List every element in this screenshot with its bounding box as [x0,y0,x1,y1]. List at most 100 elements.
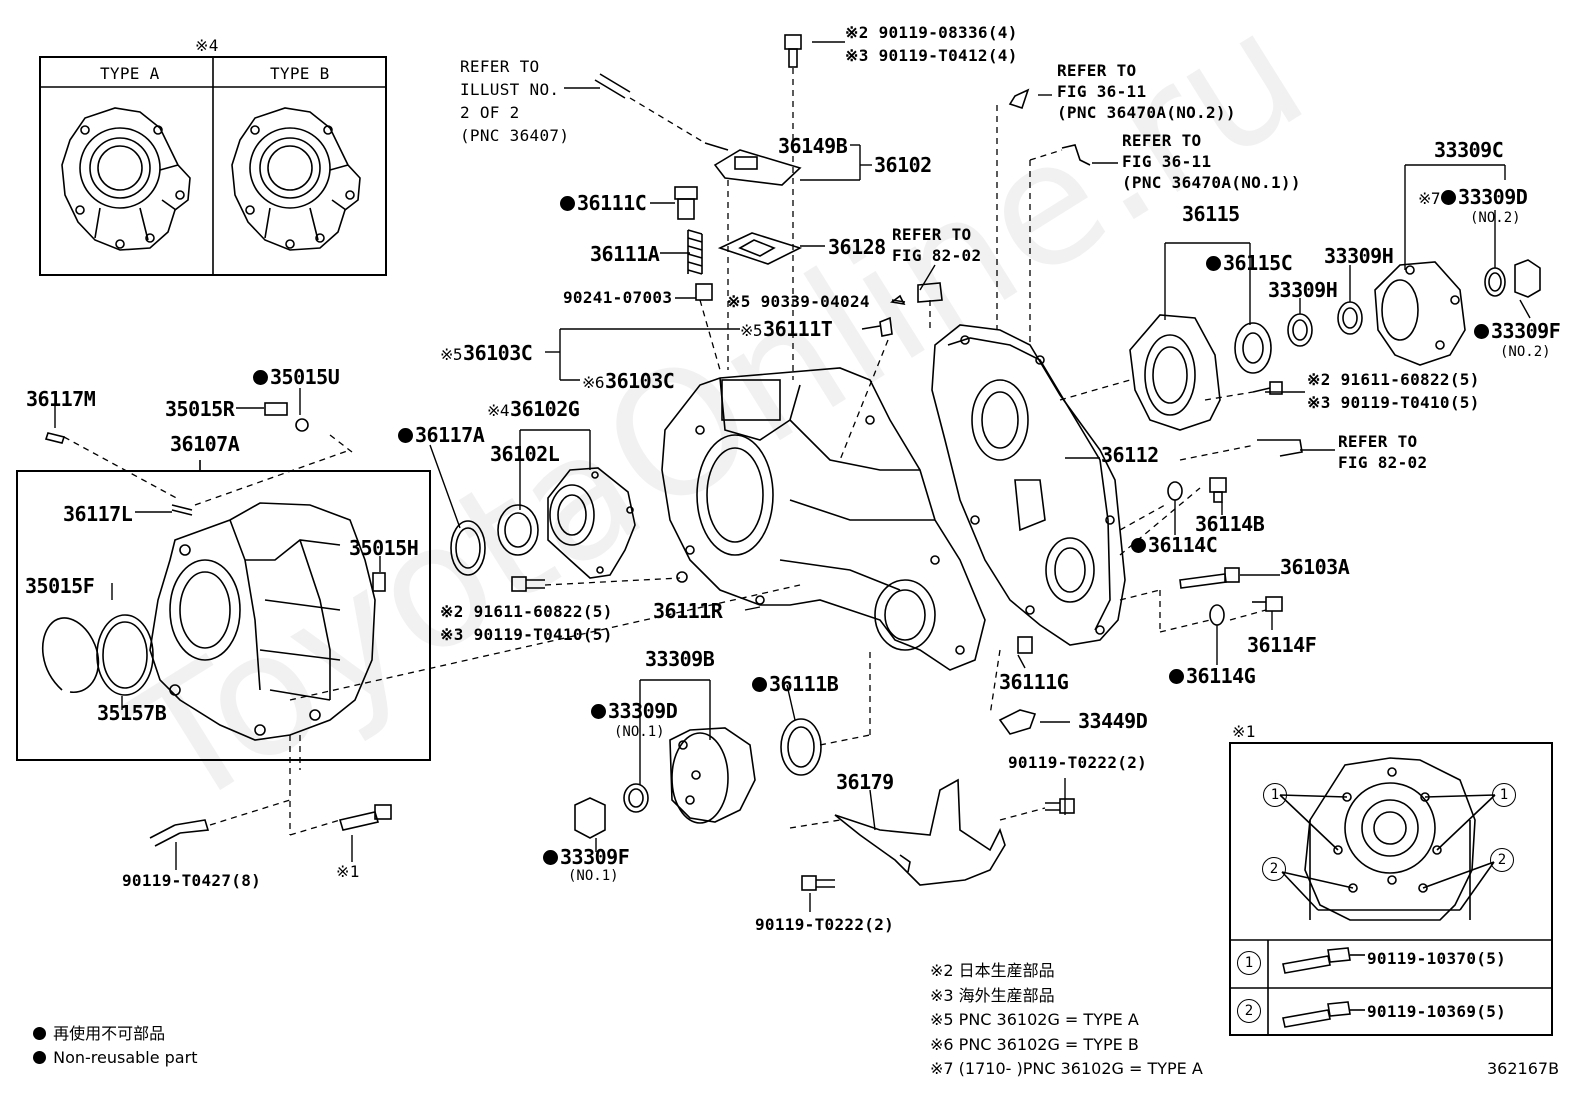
part-number: 36111C [577,191,647,215]
bearing-33309d-right-icon [1484,267,1506,297]
small-parts-right-icon [917,88,1303,735]
callout-line: ※2 91611-60822(5) [1307,370,1480,389]
part-number: 33309F [1491,319,1561,343]
non-reusable-dot-icon [560,196,575,211]
part-label-36111b: 36111B [752,672,839,696]
inset-bolt-row2-part: 90119-10369(5) [1367,1002,1507,1021]
legend-jp: 再使用不可部品 [33,1022,197,1046]
refer-fig36-11-no1: REFER TO FIG 36-11 (PNC 36470A(NO.1)) [1122,130,1301,193]
part-label-90339: ※5 90339-04024 [727,292,870,312]
note-prefix: ※5 [740,321,763,340]
part-label-90119-t0222-bottom: 90119-T0222(2) [755,915,895,934]
part-label-36149b: 36149B [778,134,848,158]
legend: 再使用不可部品 Non-reusable part [33,1022,197,1070]
part-number: 36114C [1148,533,1218,557]
legend-en-text: Non-reusable part [53,1048,198,1067]
callout-line: ※2 90119-08336(4) [845,23,1018,42]
part-number: 36103C [605,369,675,393]
part-label-36111c: 36111C [560,191,647,215]
part-label-36107a: 36107A [170,432,240,456]
refer-line: REFER TO [1057,61,1137,80]
non-reusable-dot-icon [1206,256,1221,271]
part-label-33309b: 33309B [645,647,715,671]
refer-line: FIG 82-02 [1338,453,1428,472]
part-number: 33309D [1458,185,1528,209]
bolt-top-callout: ※2 90119-08336(4) ※3 90119-T0412(4) [845,21,1018,67]
refer-fig36-11-no2: REFER TO FIG 36-11 (PNC 36470A(NO.2)) [1057,60,1236,123]
plug-35015r-icon [264,402,309,432]
bolt-91611-icon [511,576,545,592]
bracket-36179-icon [834,778,1006,886]
part-label-35157b: 35157B [97,701,167,725]
part-label-33309f-no1: 33309F [543,845,630,869]
part-label-36117m: 36117M [26,387,96,411]
extension-housing-type-b-icon [231,107,361,251]
part-number: 36111B [769,672,839,696]
callout-line: ※3 90119-T0410(5) [1307,393,1480,412]
part-label-33309f-no2: 33309F [1474,319,1561,343]
inset-bolt-row1-icon [1282,947,1365,974]
non-reusable-dot-icon [752,677,767,692]
retainer-36102g-icon [547,467,636,579]
part-label-36111g: 36111G [999,670,1069,694]
part-label-35015u: 35015U [253,365,340,389]
refer-line: (PNC 36407) [460,126,570,145]
inset-bottom-note-mark: ※1 [1232,722,1256,741]
refer-line: 2 OF 2 [460,103,520,122]
non-reusable-dot-icon [543,850,558,865]
oil-seal-35157b-icon [96,614,154,696]
spring-36111a-icon [687,229,703,275]
part-number: 36111T [763,317,833,341]
part-label-36112: 36112 [1101,443,1159,467]
oil-seal-36117a-icon [450,520,486,576]
part-label-36179: 36179 [836,770,894,794]
inset-type-box [39,56,387,276]
part-label-36111r: 36111R [653,599,723,623]
footnote: ※7 (1710- )PNC 36102G = TYPE A [930,1059,1203,1078]
non-reusable-dot-icon [1474,324,1489,339]
part-number: 33309F [560,845,630,869]
bolt-lower-icon [149,798,1075,891]
retainer-36115-icon [1129,314,1221,431]
inset-type-a-label: TYPE A [100,64,160,83]
part-number: 35015U [270,365,340,389]
legend-en: Non-reusable part [33,1046,197,1070]
part-label-36103c-type-b: ※636103C [582,369,675,394]
part-label-90119-t0427: 90119-T0427(8) [122,871,262,890]
part-label-36114g: 36114G [1169,665,1256,687]
diagram-id: 362167B [1487,1059,1560,1078]
legend-jp-text: 再使用不可部品 [53,1024,166,1043]
non-reusable-dot-icon [253,370,268,385]
part-label-90119-t0222-right: 90119-T0222(2) [1008,753,1148,772]
part-label-36117a: 36117A [398,424,485,446]
non-reusable-dot-icon [33,1027,46,1040]
note-prefix: ※7 [1418,189,1441,208]
inset-note-mark: ※4 [195,36,219,55]
plug-36111c-icon [674,186,698,220]
extension-housing-type-a-icon [61,107,191,251]
inset-bolt-row2-icon [1282,1001,1365,1028]
note-prefix: ※5 [727,292,751,311]
part-sub-33309d-no1: (NO.1) [614,724,665,740]
gasket-36128-icon [717,232,803,265]
dashed-relations [63,68,1267,836]
refer-fig82-02-right: REFER TO FIG 82-02 [1338,431,1427,473]
part-label-36111t: ※536111T [740,317,833,342]
extension-housing-icon [149,502,376,741]
bearing-33309d-left-icon [623,783,649,813]
footnote: ※2 日本生産部品 [930,961,1055,980]
refer-line: FIG 82-02 [892,246,982,265]
part-label-35015f: 35015F [25,574,95,598]
non-reusable-dot-icon [1131,538,1146,553]
refer-line: REFER TO [1122,131,1202,150]
part-number: 36102G [510,397,580,421]
nut-33309f-right-icon [1514,259,1541,298]
part-label-36103c-type-a: ※536103C [440,342,533,366]
bearing-36115c-icon [1234,322,1272,374]
part-label-33449d: 33449D [1078,709,1148,733]
snap-ring-icon [42,617,100,693]
part-label-36115: 36115 [1182,202,1240,226]
part-sub-33309f-no2: (NO.2) [1500,344,1551,360]
